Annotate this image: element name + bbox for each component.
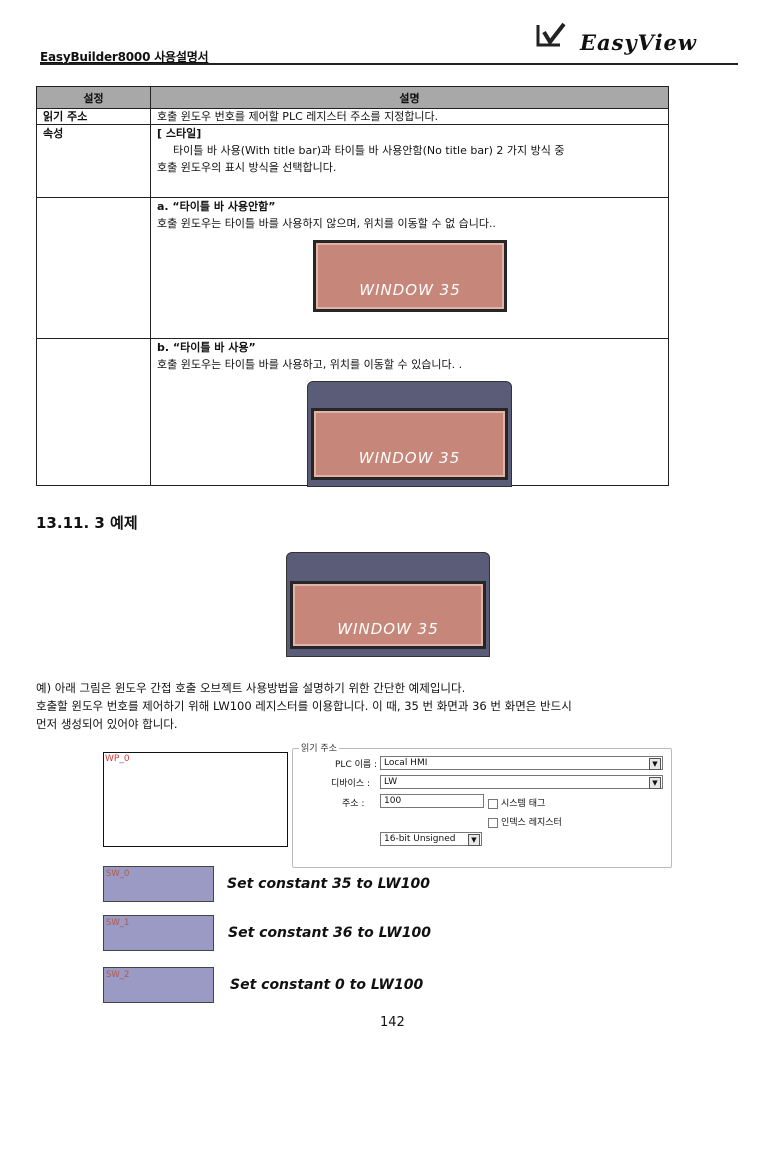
system-tag-checkbox[interactable] [488,798,498,809]
easyview-logo-text: EasyView [580,30,697,55]
example-text-line1: 예) 아래 그림은 윈도우 간접 호출 오브젝트 사용방법을 설명하기 위한 간… [36,681,466,695]
switch-sw0[interactable]: SW_0 [103,866,214,902]
style-heading: [ 스타일] [157,127,202,140]
dropdown-arrow-icon[interactable]: ▼ [649,758,661,770]
table-row: a. “타이틀 바 사용안함” 호출 윈도우는 타이틀 바를 사용하지 않으며,… [36,197,669,339]
window-label: WINDOW 35 [337,620,439,638]
data-format-select[interactable]: 16-bit Unsigned ▼ [380,832,482,846]
window-body: WINDOW 35 [290,581,486,649]
index-register-checkbox[interactable] [488,817,498,828]
page-number: 142 [380,1015,405,1030]
settings-table: 설정 설명 읽기 주소 호출 윈도우 번호를 제어할 PLC 레지스터 주소를 … [36,86,669,486]
example-text-line2: 호출할 윈도우 번호를 제어하기 위해 LW100 레지스터를 이용합니다. 이… [36,699,572,713]
dropdown-arrow-icon[interactable]: ▼ [468,834,480,846]
option-a-heading: a. “타이틀 바 사용안함” [157,200,276,213]
address-label: 주소 : [342,799,365,809]
plc-name-select[interactable]: Local HMI ▼ [380,756,663,770]
system-tag-option[interactable]: 시스템 태그 [488,796,545,809]
plc-name-value: Local HMI [384,758,428,768]
switch-sw1-text: Set constant 36 to LW100 [228,925,431,941]
device-value: LW [384,777,398,787]
data-format-value: 16-bit Unsigned [384,834,456,844]
window-label: WINDOW 35 [359,281,461,299]
style-desc-line2: 호출 윈도우의 표시 방식을 선택합니다. [157,161,337,174]
attribute-label: 속성 [36,124,151,198]
device-label: 디바이스 : [331,779,371,789]
example-window: WINDOW 35 [286,552,490,657]
switch-id-label: SW_1 [106,918,130,928]
window-label: WINDOW 35 [358,449,461,467]
option-b-desc: 호출 윈도우는 타이틀 바를 사용하고, 위치를 이동할 수 있습니다. . [157,358,463,371]
switch-sw2[interactable]: SW_2 [103,967,214,1003]
document-title: EasyBuilder8000 사용설명서 [40,50,209,64]
address-input[interactable]: 100 [380,794,484,808]
panel-legend: 읽기 주소 [299,741,339,754]
option-a-desc: 호출 윈도우는 타이틀 바를 사용하지 않으며, 위치를 이동할 수 없 습니다… [157,217,496,230]
index-register-option[interactable]: 인덱스 레지스터 [488,815,562,828]
window-object-frame [103,752,288,847]
read-address-panel [292,748,672,868]
example-text-line3: 먼저 생성되어 있어야 합니다. [36,717,178,731]
index-register-label: 인덱스 레지스터 [501,818,562,828]
style-desc-line1: 타이틀 바 사용(With title bar)과 타이틀 바 사용안함(No … [173,144,565,157]
option-b-heading: b. “타이틀 바 사용” [157,341,256,354]
plc-name-label: PLC 이름 : [335,760,378,770]
window-body: WINDOW 35 [311,408,508,480]
read-address-label: 읽기 주소 [36,108,151,125]
switch-id-label: SW_0 [106,869,130,879]
switch-sw1[interactable]: SW_1 [103,915,214,951]
switch-id-label: SW_2 [106,970,130,980]
system-tag-label: 시스템 태그 [501,799,546,809]
table-row: 읽기 주소 호출 윈도우 번호를 제어할 PLC 레지스터 주소를 지정합니다. [36,108,669,125]
read-address-desc: 호출 윈도우 번호를 제어할 PLC 레지스터 주소를 지정합니다. [150,108,669,125]
dropdown-arrow-icon[interactable]: ▼ [649,777,661,789]
switch-sw0-text: Set constant 35 to LW100 [227,876,430,892]
switch-sw2-text: Set constant 0 to LW100 [230,977,424,993]
table-header-description: 설명 [150,86,669,109]
device-select[interactable]: LW ▼ [380,775,663,789]
header-rule [40,63,738,65]
table-row: 속성 [ 스타일] 타이틀 바 사용(With title bar)과 타이틀 … [36,124,669,198]
section-heading: 13.11. 3 예제 [36,514,138,532]
window-no-titlebar: WINDOW 35 [313,240,507,312]
wp-label: WP_0 [105,754,130,764]
easyview-logo-icon [536,22,566,48]
window-with-titlebar: WINDOW 35 [307,381,512,487]
table-header-setting: 설정 [36,86,151,109]
